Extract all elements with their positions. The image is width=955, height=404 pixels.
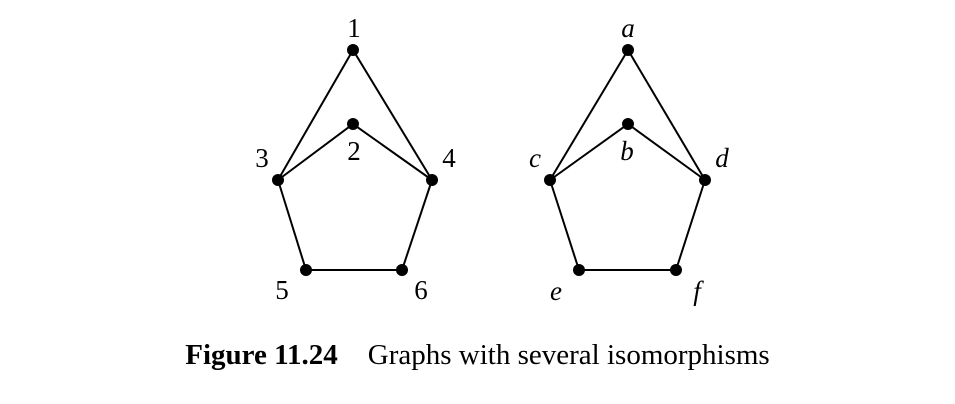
edge-1-3 <box>277 49 354 181</box>
figure-title: Graphs with several isomorphisms <box>367 339 770 371</box>
vertex-label-c: c <box>529 143 541 173</box>
edge-a-c <box>549 49 629 181</box>
vertex-b <box>622 118 634 130</box>
vertex-label-f: f <box>693 276 704 306</box>
edge-b-c <box>549 123 629 181</box>
edge-b-d <box>627 123 706 181</box>
vertex-label-b: b <box>620 136 634 166</box>
edge-1-4 <box>352 49 433 181</box>
edge-a-d <box>627 49 706 181</box>
vertex-label-1: 1 <box>347 13 361 43</box>
vertex-c <box>544 174 556 186</box>
edge-d-f <box>675 179 706 271</box>
vertex-label-6: 6 <box>414 275 428 305</box>
vertex-d <box>699 174 711 186</box>
graph-right: a b c d e f <box>529 13 729 306</box>
vertex-label-e: e <box>550 276 562 306</box>
figure-number: Figure 11.24 <box>185 339 338 371</box>
vertex-4 <box>426 174 438 186</box>
vertex-label-a: a <box>621 13 635 43</box>
edge-4-6 <box>401 179 433 271</box>
edge-2-4 <box>352 123 433 181</box>
vertex-5 <box>300 264 312 276</box>
edge-3-5 <box>277 179 307 271</box>
vertex-a <box>622 44 634 56</box>
vertex-3 <box>272 174 284 186</box>
vertex-6 <box>396 264 408 276</box>
vertex-f <box>670 264 682 276</box>
vertex-label-3: 3 <box>255 143 269 173</box>
vertex-1 <box>347 44 359 56</box>
vertex-label-d: d <box>715 143 729 173</box>
vertex-label-4: 4 <box>442 143 456 173</box>
vertex-e <box>573 264 585 276</box>
graph-diagrams: 1 2 3 4 5 6 a b c d e f <box>255 13 729 306</box>
vertex-2 <box>347 118 359 130</box>
graph-left: 1 2 3 4 5 6 <box>255 13 456 305</box>
vertex-label-5: 5 <box>275 275 289 305</box>
edge-c-e <box>549 179 580 271</box>
figure-caption: Figure 11.24 Graphs with several isomorph… <box>0 339 955 372</box>
edge-2-3 <box>277 123 354 181</box>
vertex-label-2: 2 <box>347 136 361 166</box>
